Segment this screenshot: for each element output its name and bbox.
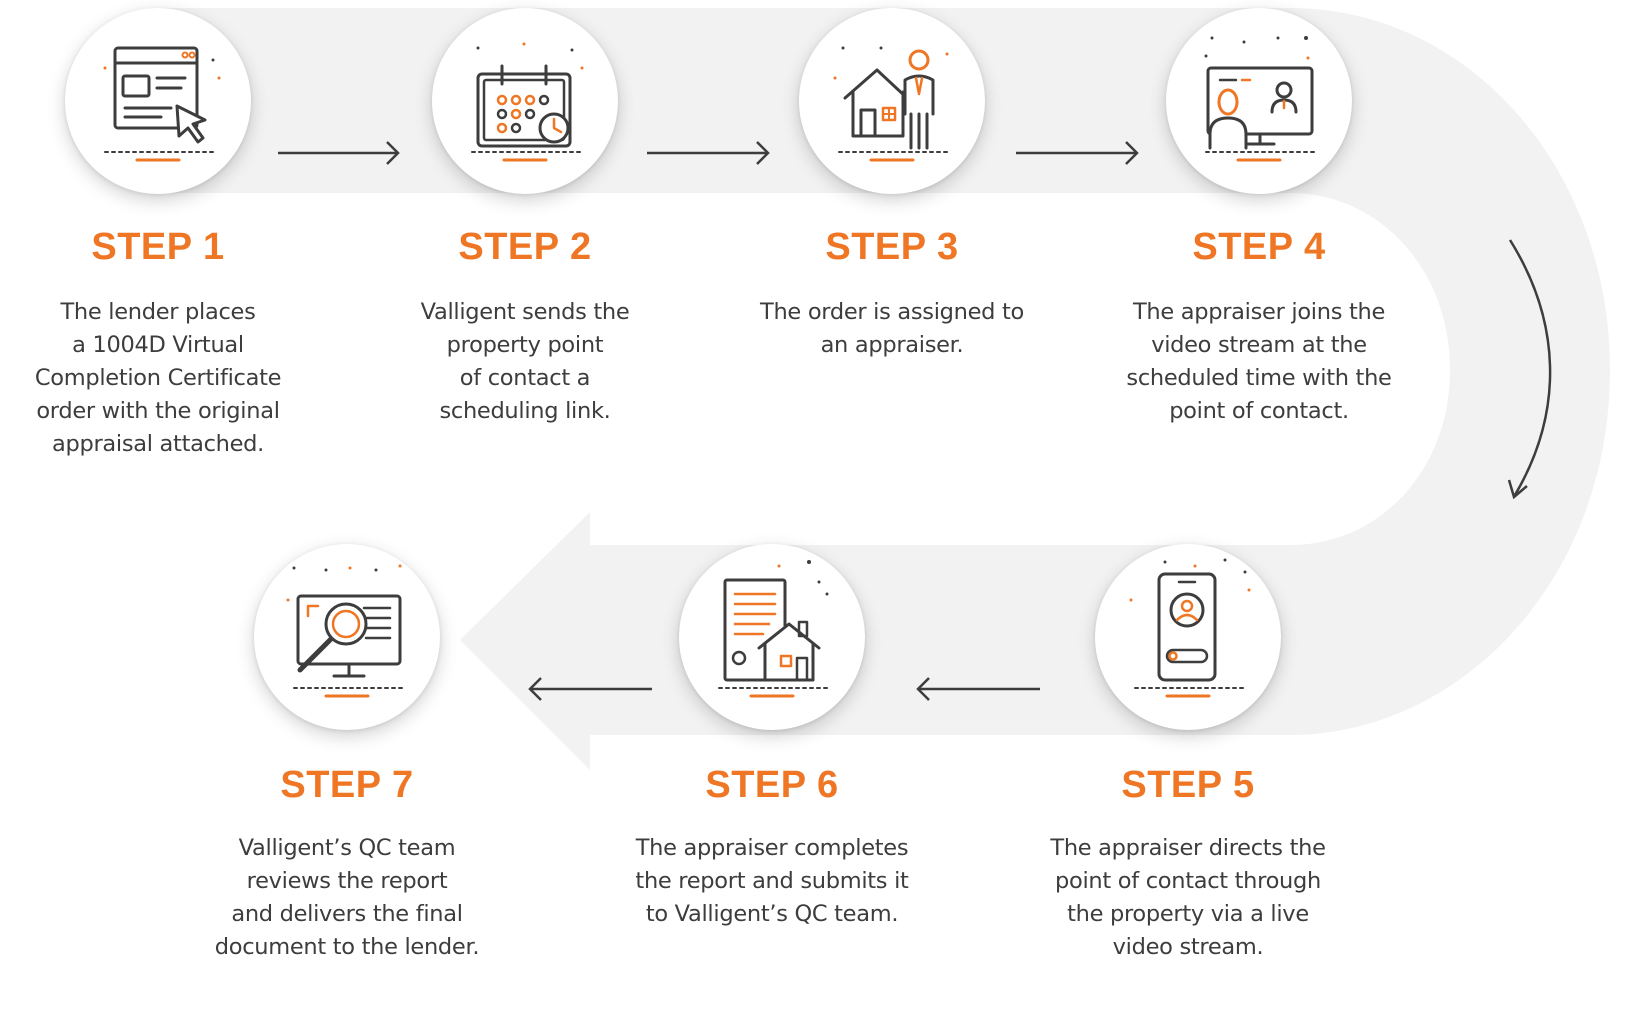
step-2-line: of contact a	[459, 365, 591, 391]
step-7-circle	[254, 544, 440, 730]
step-4-description: The appraiser joins the video stream at …	[1109, 296, 1409, 428]
step-3-description: The order is assigned to an appraiser.	[742, 296, 1042, 362]
step-6-circle	[679, 544, 865, 730]
step-2-line: scheduling link.	[439, 398, 611, 424]
step-1-line: a 1004D Virtual	[72, 332, 244, 358]
step-4: STEP 4 The appraiser joins the video str…	[1109, 0, 1409, 470]
step-5-title: STEP 5	[1121, 764, 1255, 806]
step-4-line: The appraiser joins the	[1132, 299, 1386, 325]
step-1-line: appraisal attached.	[52, 431, 264, 457]
step-5-line: video stream.	[1112, 934, 1264, 960]
step-1-description: The lender places a 1004D Virtual Comple…	[8, 296, 308, 461]
step-3-circle	[799, 8, 985, 194]
step-1-circle	[65, 8, 251, 194]
house-appraiser-icon	[833, 46, 950, 162]
report-house-icon	[718, 560, 830, 698]
step-5-circle	[1095, 544, 1281, 730]
step-5-line: point of contact through	[1055, 868, 1321, 894]
step-1: STEP 1 The lender places a 1004D Virtual…	[8, 0, 308, 470]
step-7-line: document to the lender.	[214, 934, 480, 960]
step-6-line: The appraiser completes	[635, 835, 909, 861]
step-2-line: property point	[446, 332, 604, 358]
step-3: STEP 3 The order is assigned to an appra…	[742, 0, 1042, 470]
step-2-line: Valligent sends the	[420, 299, 630, 325]
smartphone-video-icon	[1129, 558, 1251, 698]
step-7-line: reviews the report	[246, 868, 448, 894]
step-3-title: STEP 3	[825, 226, 959, 268]
step-4-circle	[1166, 8, 1352, 194]
step-6-title: STEP 6	[705, 764, 839, 806]
arrow-2-3	[647, 141, 770, 165]
arrow-3-4	[1016, 141, 1139, 165]
arrow-5-6	[916, 677, 1040, 701]
arrow-1-2	[278, 141, 400, 165]
step-1-line: Completion Certificate	[34, 365, 282, 391]
step-2-title: STEP 2	[458, 226, 592, 268]
step-4-line: scheduled time with the	[1126, 365, 1392, 391]
step-7-line: Valligent’s QC team	[238, 835, 456, 861]
step-4-title: STEP 4	[1192, 226, 1326, 268]
arrow-4-5	[1507, 239, 1552, 500]
step-7: STEP 7 Valligent’s QC team reviews the r…	[197, 536, 497, 1006]
step-5-line: the property via a live	[1067, 901, 1309, 927]
step-1-title: STEP 1	[91, 226, 225, 268]
step-2-circle	[432, 8, 618, 194]
browser-cursor-icon	[103, 46, 221, 162]
calendar-clock-icon	[471, 42, 584, 162]
step-7-line: and delivers the final	[231, 901, 463, 927]
step-5-line: The appraiser directs the	[1050, 835, 1326, 861]
step-6-line: to Valligent’s QC team.	[645, 901, 899, 927]
step-5: STEP 5 The appraiser directs the point o…	[1038, 536, 1338, 1006]
step-1-line: The lender places	[60, 299, 256, 325]
step-1-line: order with the original	[36, 398, 280, 424]
arrow-6-7	[528, 677, 652, 701]
step-6-line: the report and submits it	[635, 868, 909, 894]
step-2-description: Valligent sends the property point of co…	[375, 296, 675, 428]
magnifier-monitor-icon	[286, 564, 405, 698]
step-6-description: The appraiser completes the report and s…	[622, 832, 922, 931]
step-4-line: point of contact.	[1169, 398, 1349, 424]
step-3-line: an appraiser.	[820, 332, 964, 358]
video-call-monitor-icon	[1204, 36, 1317, 162]
step-2: STEP 2 Valligent sends the property poin…	[375, 0, 675, 470]
step-4-line: video stream at the	[1151, 332, 1367, 358]
step-6: STEP 6 The appraiser completes the repor…	[622, 536, 922, 1006]
step-7-description: Valligent’s QC team reviews the report a…	[197, 832, 497, 964]
step-5-description: The appraiser directs the point of conta…	[1038, 832, 1338, 964]
step-7-title: STEP 7	[280, 764, 414, 806]
step-3-line: The order is assigned to	[760, 299, 1024, 325]
